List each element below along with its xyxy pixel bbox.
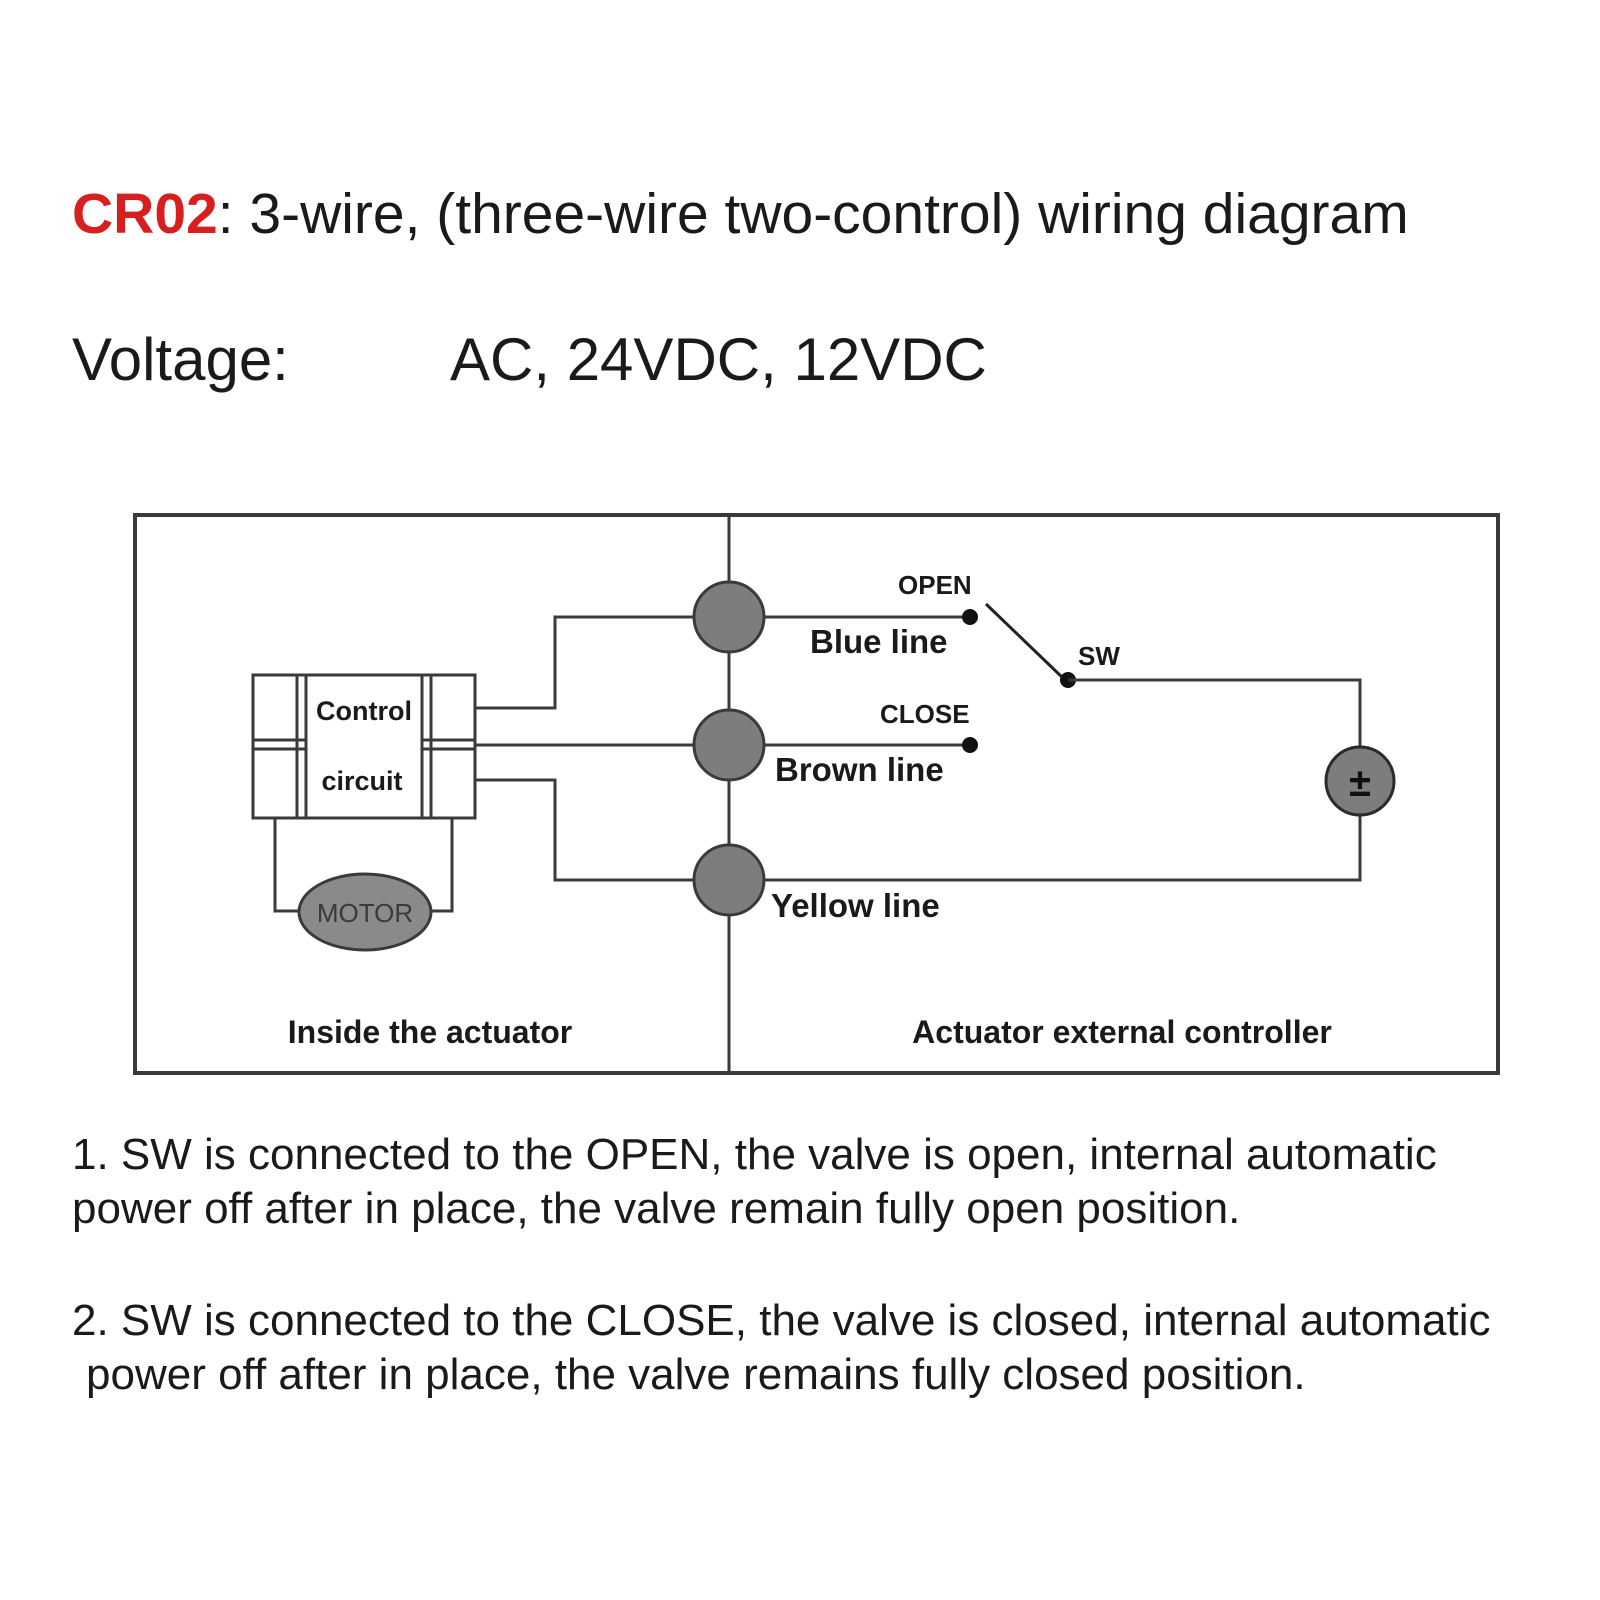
- switch-lever: [984, 602, 1066, 681]
- power-symbol: ±: [1349, 761, 1371, 805]
- terminal-yellow-icon: [692, 843, 766, 917]
- note-close-line-2: power off after in place, the valve rema…: [86, 1350, 1306, 1399]
- terminal-blue-icon: [692, 580, 766, 654]
- note-open: 1. SW is connected to the OPEN, the valv…: [72, 1128, 1437, 1236]
- motor-wire-left: [273, 818, 302, 913]
- note-close-line-1: 2. SW is connected to the CLOSE, the val…: [72, 1296, 1491, 1345]
- external-controller-label: Actuator external controller: [912, 1014, 1332, 1050]
- motor-icon: [297, 872, 433, 952]
- inside-actuator-label: Inside the actuator: [288, 1014, 573, 1050]
- brown-line-label: Brown line: [775, 751, 944, 788]
- note-open-line-1: 1. SW is connected to the OPEN, the valv…: [72, 1130, 1437, 1179]
- terminal-brown-icon: [692, 708, 766, 782]
- motor-label: MOTOR: [317, 898, 413, 928]
- close-label: CLOSE: [880, 699, 970, 729]
- power-source-icon: [1324, 745, 1396, 817]
- diagram-frame: [133, 513, 1500, 1075]
- voltage-value: AC, 24VDC, 12VDC: [450, 326, 987, 393]
- diagram-title: CR02: 3-wire, (three-wire two-control) w…: [72, 186, 1409, 243]
- note-open-line-2: power off after in place, the valve rema…: [72, 1184, 1241, 1233]
- motor-wire-right: [428, 818, 454, 913]
- open-label: OPEN: [898, 570, 972, 600]
- wire-common-internal: [475, 778, 729, 882]
- yellow-wire: [729, 815, 1362, 882]
- circuit-label: circuit: [321, 766, 402, 796]
- close-contact-icon: [962, 737, 978, 753]
- title-text: : 3-wire, (three-wire two-control) wirin…: [217, 182, 1409, 246]
- wire-open-internal: [475, 615, 729, 710]
- voltage-label: Voltage:: [72, 326, 289, 393]
- switch-to-power-wire: [1068, 678, 1362, 747]
- open-contact-icon: [962, 609, 978, 625]
- control-label: Control: [316, 696, 412, 726]
- sw-label: SW: [1078, 641, 1120, 671]
- blue-line-label: Blue line: [810, 623, 948, 660]
- yellow-line-label: Yellow line: [771, 887, 940, 924]
- model-code: CR02: [72, 182, 218, 246]
- note-close: 2. SW is connected to the CLOSE, the val…: [72, 1294, 1490, 1402]
